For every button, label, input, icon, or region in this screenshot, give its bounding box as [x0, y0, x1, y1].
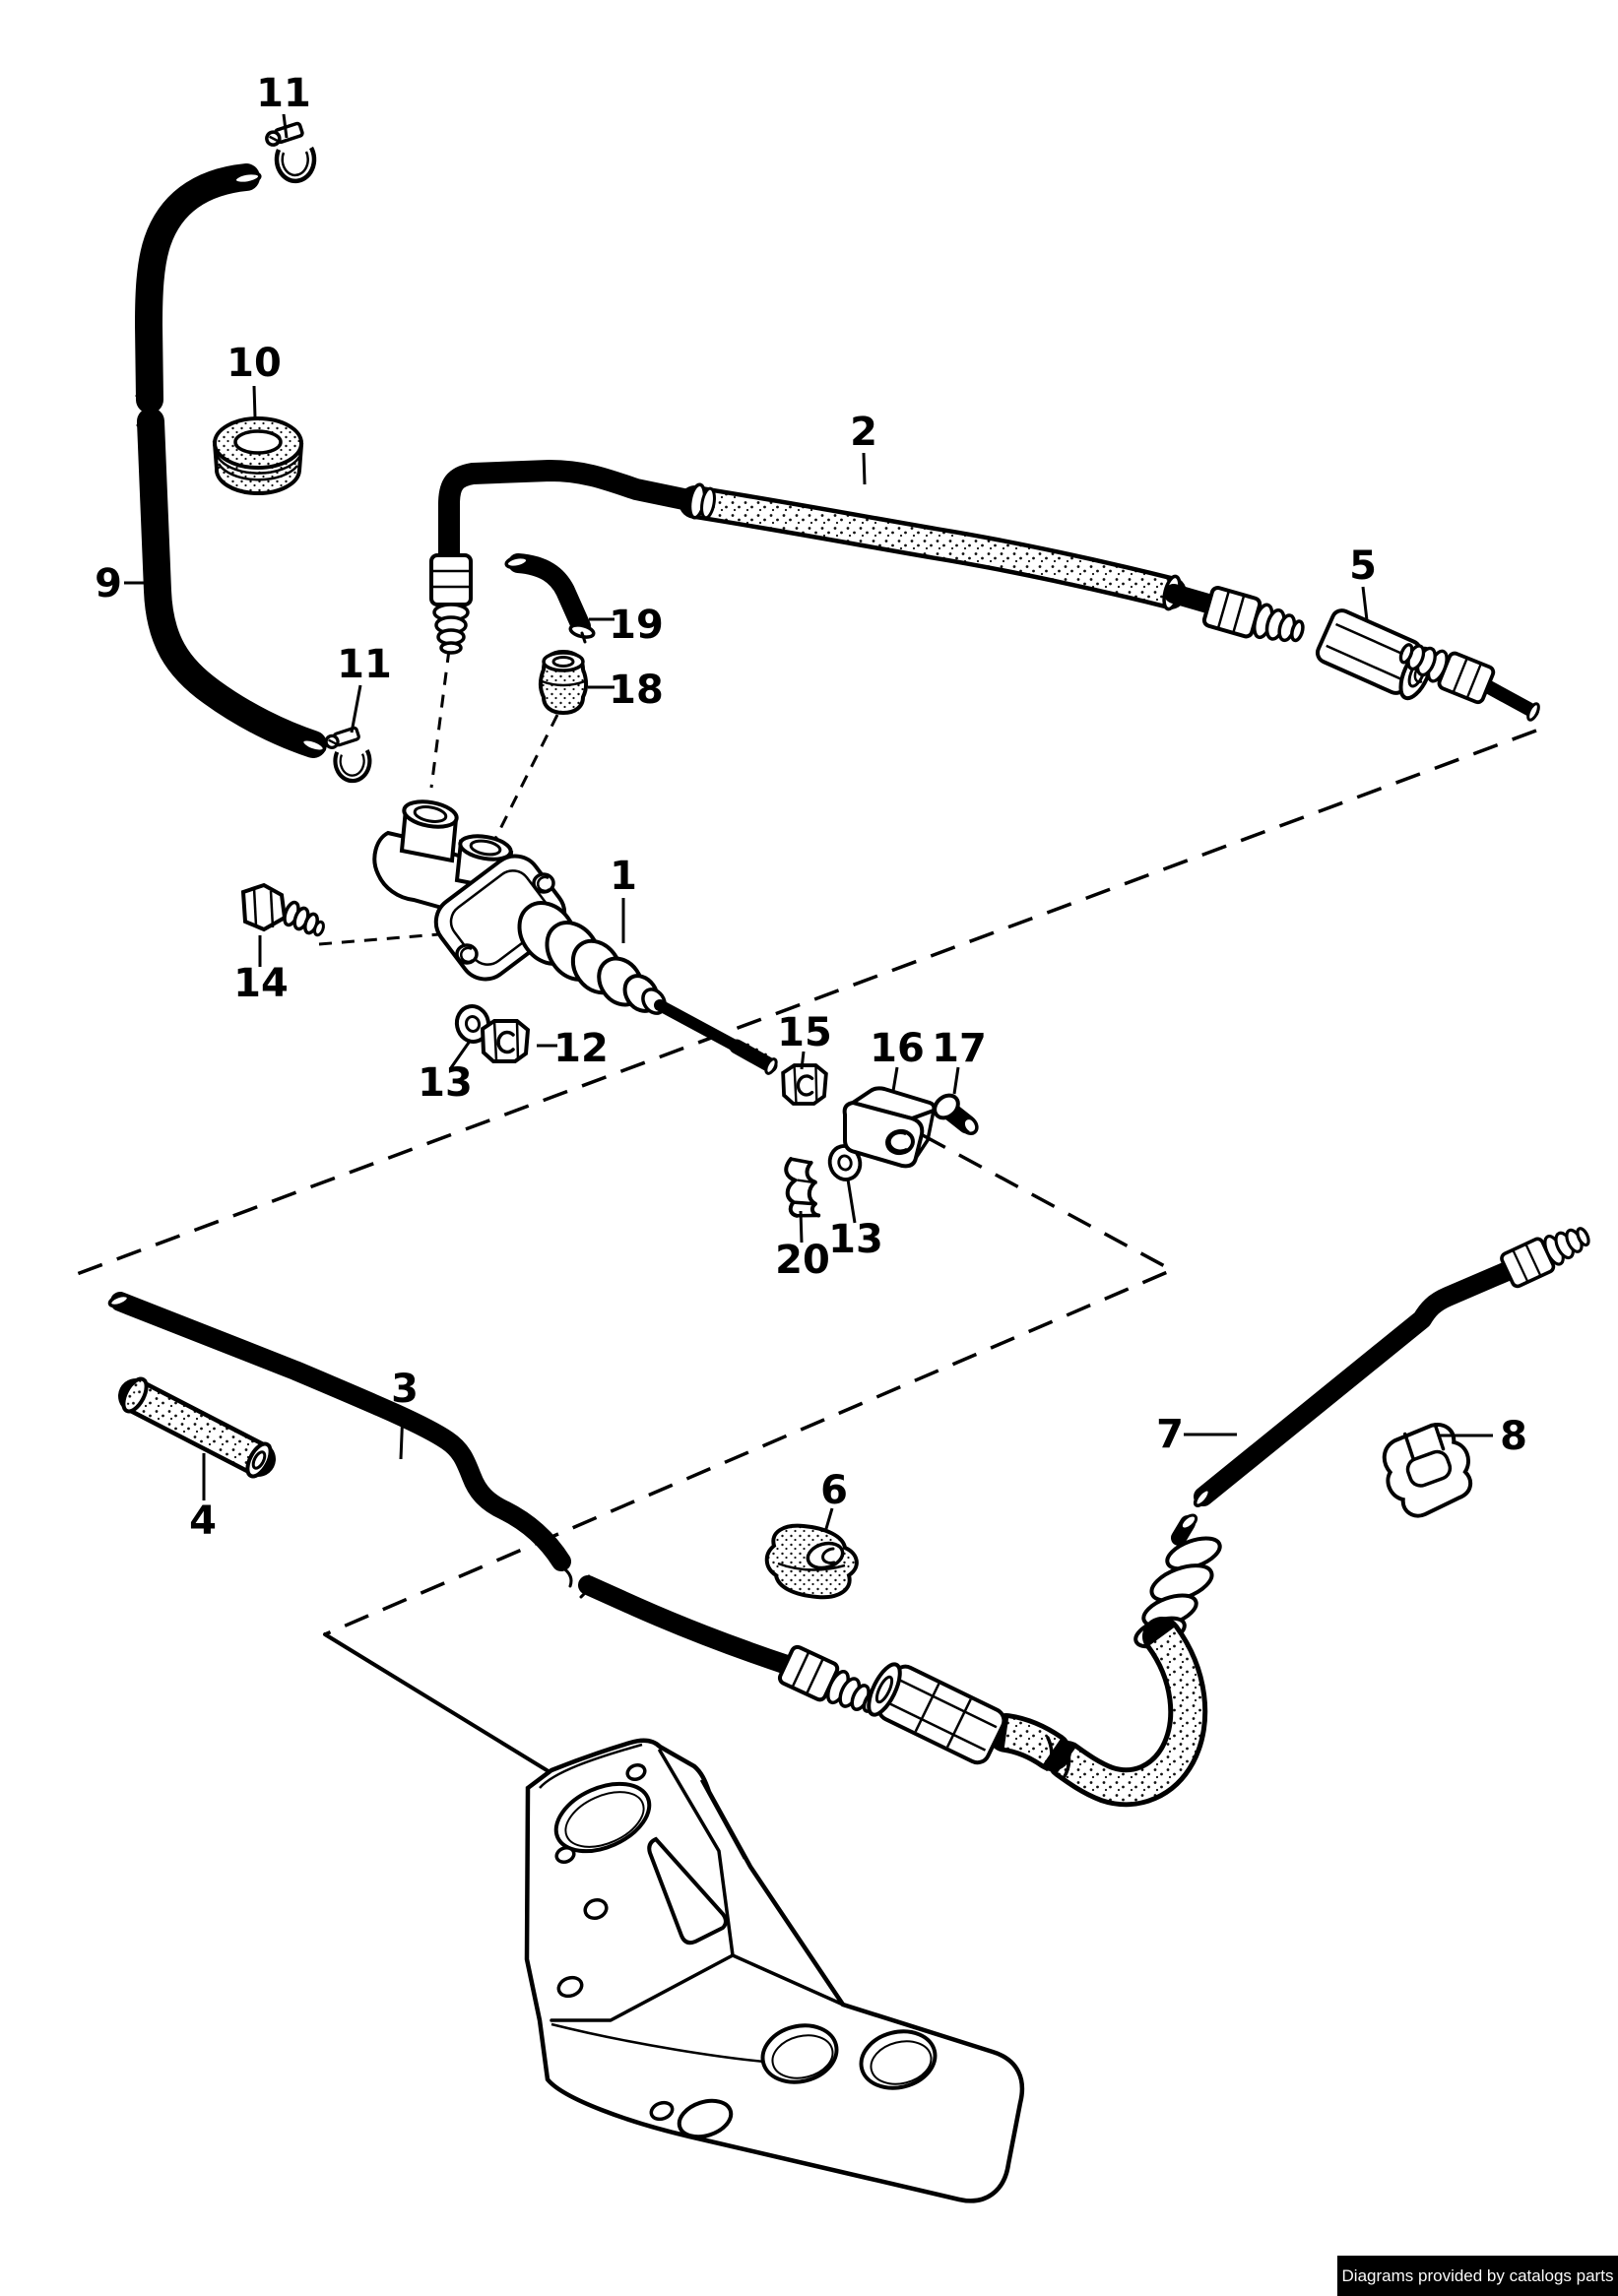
part-2-end-fitting [1392, 632, 1540, 722]
callout-11-top: 11 [256, 71, 311, 116]
callout-2: 2 [850, 410, 877, 455]
callout-10: 10 [227, 341, 282, 386]
callout-13-rear: 13 [828, 1217, 883, 1262]
part-18-grommet [539, 649, 588, 716]
part-8-pipe-clip [1382, 1423, 1473, 1518]
callout-7: 7 [1156, 1412, 1184, 1457]
callout-5: 5 [1349, 543, 1377, 589]
callout-16: 16 [870, 1026, 925, 1071]
part-7-rear-pressure-pipe [987, 1217, 1596, 1808]
callout-6: 6 [820, 1468, 848, 1513]
callout-8: 8 [1500, 1414, 1527, 1459]
callout-18: 18 [609, 668, 664, 713]
pedal-bracket [524, 1738, 1025, 2203]
part-14-bolt [240, 882, 325, 937]
part-4-protective-hose [118, 1376, 276, 1479]
part-3-pressure-pipe [107, 1292, 885, 1724]
part-12-hex-nut [481, 1019, 530, 1063]
part-2-pressure-hose [429, 460, 1310, 655]
part-6-grommet [764, 1523, 859, 1600]
part-15-pushrod-nut [781, 1063, 828, 1106]
part-16-clevis [842, 1086, 937, 1169]
part-9-supply-hose [135, 163, 327, 758]
watermark-text: Diagrams provided by catalogs parts [1341, 2265, 1614, 2285]
callout-11-lower: 11 [337, 642, 392, 687]
callout-labels: 11 10 9 2 5 19 18 11 1 14 13 12 15 16 17… [95, 71, 1527, 1544]
callout-3: 3 [391, 1367, 419, 1412]
callout-17: 17 [932, 1026, 987, 1071]
callout-19: 19 [609, 603, 664, 648]
part-17-clevis-pin [933, 1093, 979, 1135]
hose-coupler [867, 1662, 1006, 1765]
callout-1: 1 [610, 854, 637, 899]
watermark-banner: Diagrams provided by catalogs parts [1337, 2256, 1618, 2296]
part-11-hose-clamp-lower [324, 728, 369, 781]
callout-9: 9 [95, 561, 122, 606]
callout-15: 15 [777, 1010, 832, 1055]
part-20-retaining-clip [784, 1157, 821, 1218]
part-10-sealing-grommet [212, 416, 304, 496]
callout-13-front: 13 [418, 1060, 473, 1106]
part-1-clutch-master-cylinder [372, 799, 778, 1075]
callout-12: 12 [553, 1026, 609, 1071]
callout-20: 20 [775, 1238, 830, 1283]
part-11-hose-clamp-top [265, 123, 314, 181]
part-19-elbow-connector [504, 553, 596, 644]
callout-14: 14 [233, 961, 289, 1006]
callout-4: 4 [189, 1499, 217, 1544]
